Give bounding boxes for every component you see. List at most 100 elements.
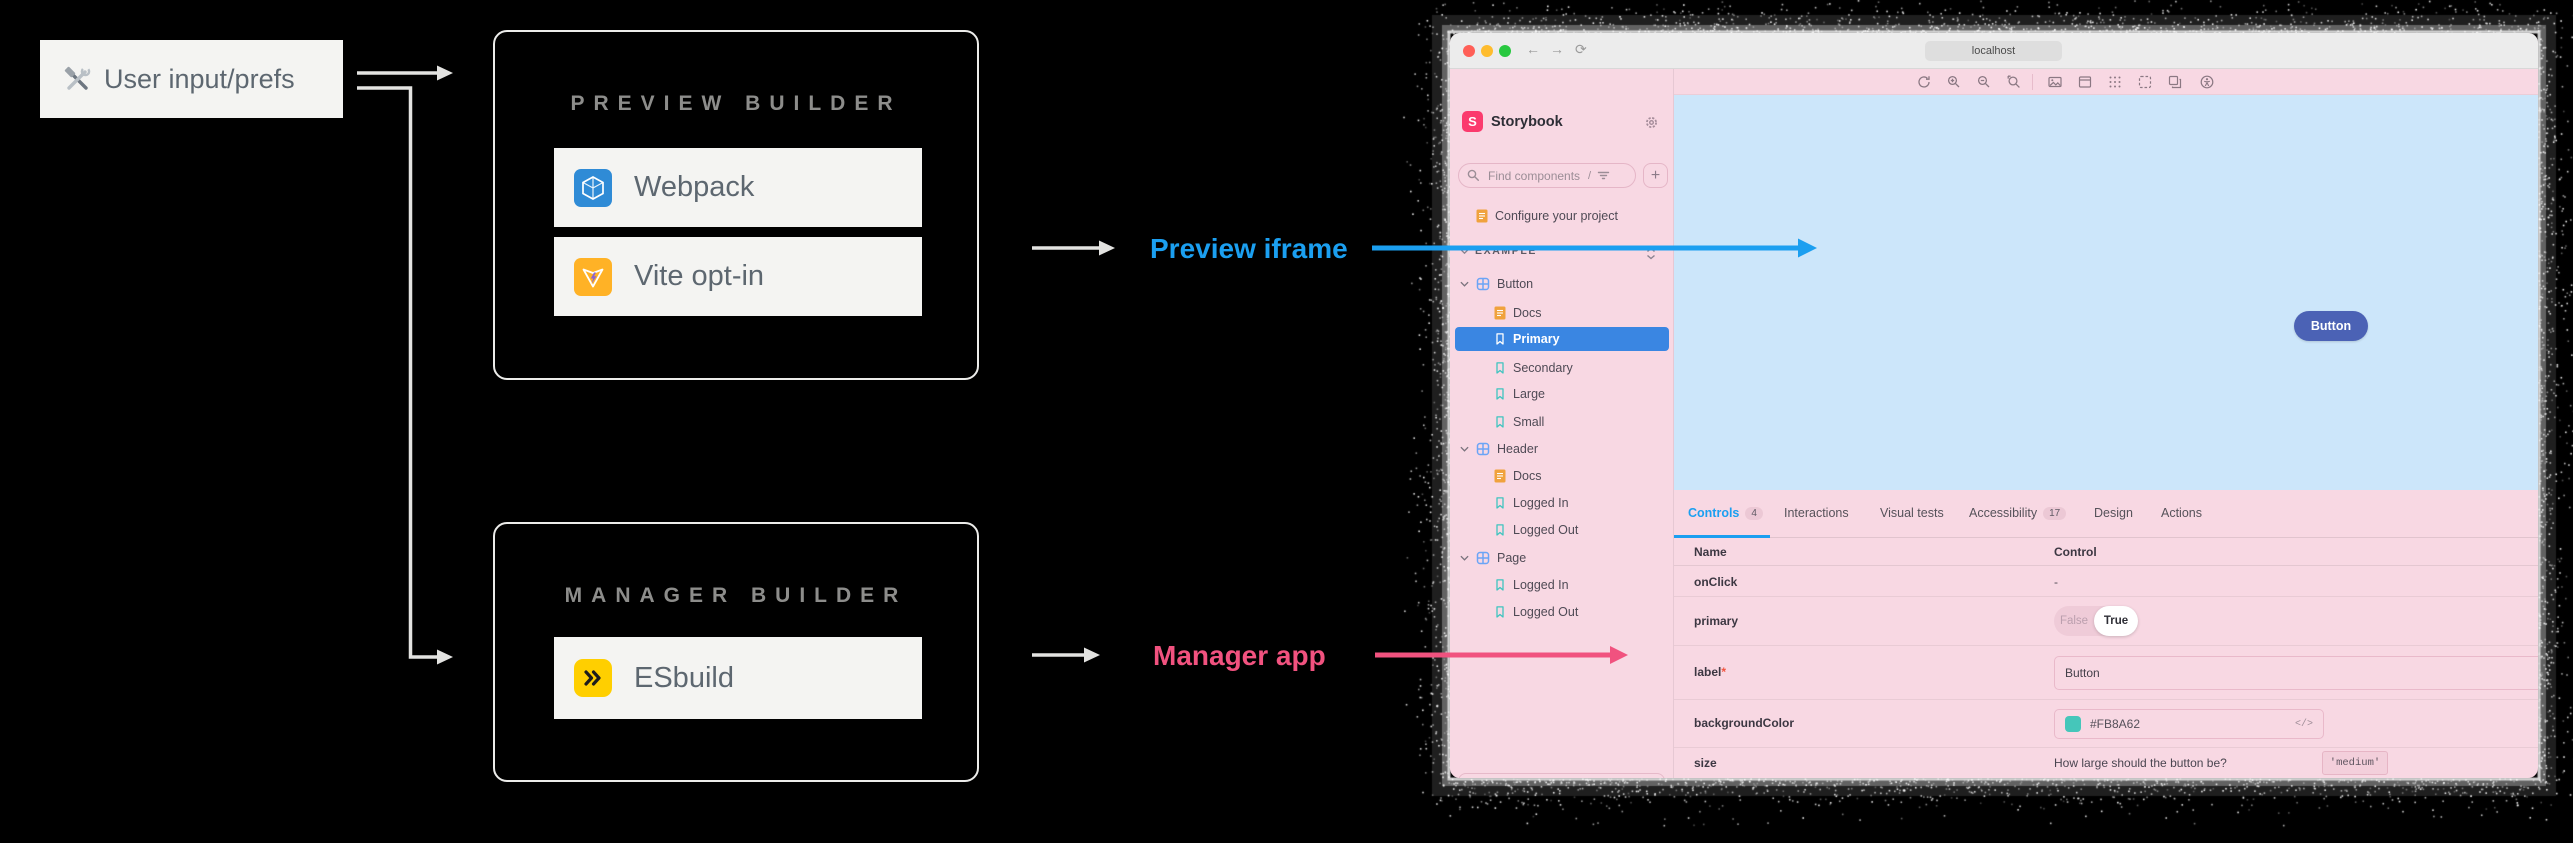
name-column-header: Name [1694, 545, 1727, 559]
address-bar[interactable]: localhost [1925, 41, 2062, 61]
raw-code-icon[interactable]: </> [2295, 719, 2313, 730]
control-row-label: label* [1674, 646, 2538, 700]
sidebar-item-primary-selected[interactable]: Primary [1455, 327, 1669, 351]
measure-icon[interactable] [2138, 75, 2152, 89]
sidebar-item-logged-out[interactable]: Logged Out [1450, 518, 1673, 542]
sidebar-item-label: Small [1513, 415, 1544, 429]
control-row-onclick: onClick - [1674, 566, 2538, 597]
webpack-label: Webpack [634, 171, 754, 204]
remount-icon[interactable] [1917, 75, 1931, 89]
component-icon [1476, 442, 1490, 456]
zoom-in-icon[interactable] [1947, 75, 1961, 89]
back-icon[interactable]: ← [1526, 41, 1540, 57]
tab-accessibility[interactable]: Accessibility 17 [1969, 506, 2066, 520]
document-icon [1476, 209, 1488, 223]
sidebar-item-label: Docs [1513, 306, 1541, 320]
tab-actions[interactable]: Actions [2161, 506, 2202, 520]
search-input-wrapper[interactable]: / [1458, 163, 1636, 188]
tab-label: Interactions [1784, 506, 1849, 520]
esbuild-icon [574, 659, 612, 697]
arg-name: backgroundColor [1694, 716, 1794, 730]
vite-label: Vite opt-in [634, 260, 764, 293]
chevron-down-icon [1460, 248, 1469, 255]
label-text-input[interactable] [2055, 657, 2538, 689]
story-icon [1494, 361, 1506, 375]
storybook-logo[interactable]: S Storybook [1462, 111, 1563, 132]
tab-label: Visual tests [1880, 506, 1944, 520]
search-input[interactable] [1486, 168, 1582, 184]
sidebar-item-small[interactable]: Small [1450, 410, 1673, 434]
sidebar-item-logged-in[interactable]: Logged In [1450, 573, 1673, 597]
color-swatch[interactable] [2065, 716, 2081, 732]
sidebar-item-label: Logged In [1513, 578, 1569, 592]
close-window-button[interactable] [1463, 45, 1475, 57]
document-icon [1494, 469, 1506, 483]
color-control[interactable]: #FB8A62 </> [2054, 709, 2324, 739]
arg-description: How large should the button be? [2054, 756, 2227, 770]
storybook-main: Button Controls 4 Interactions Visual te… [1673, 69, 2538, 778]
arg-name: label* [1694, 665, 1726, 679]
sidebar-item-secondary[interactable]: Secondary [1450, 356, 1673, 380]
gear-icon[interactable] [1644, 115, 1659, 130]
tab-label: Actions [2161, 506, 2202, 520]
run-tests-button[interactable]: Run tests [1458, 773, 1665, 778]
accessibility-icon[interactable] [2200, 75, 2214, 89]
story-icon [1494, 496, 1506, 510]
preview-canvas: Button [1674, 95, 2538, 490]
tab-design[interactable]: Design [2094, 506, 2133, 520]
arg-name: onClick [1694, 575, 1737, 589]
user-input-box: User input/prefs [40, 40, 343, 118]
sidebar-item-label: Docs [1513, 469, 1541, 483]
grid-icon[interactable] [2108, 75, 2122, 89]
manager-builder-title: MANAGER BUILDER [495, 584, 977, 608]
reload-icon[interactable]: ⟳ [1575, 41, 1587, 58]
forward-icon[interactable]: → [1550, 41, 1564, 57]
required-marker: * [1721, 665, 1726, 679]
storybook-logo-icon: S [1462, 111, 1483, 132]
sidebar-item-label: Configure your project [1495, 209, 1618, 223]
preview-story-button[interactable]: Button [2294, 311, 2368, 341]
color-value: #FB8A62 [2090, 717, 2140, 731]
filter-icon[interactable] [1597, 169, 1610, 182]
preview-builder-frame: PREVIEW BUILDER Webpack Vite opt-in [493, 30, 979, 380]
create-story-button[interactable]: + [1643, 163, 1668, 188]
outline-icon[interactable] [2168, 75, 2182, 89]
boolean-toggle[interactable]: False True [2054, 606, 2138, 636]
sidebar-section-example[interactable]: EXAMPLE [1460, 245, 1663, 257]
manager-builder-frame: MANAGER BUILDER ESbuild [493, 522, 979, 782]
address-text: localhost [1972, 45, 2015, 57]
sidebar-item-label: Large [1513, 387, 1545, 401]
backgrounds-icon[interactable] [2048, 75, 2062, 89]
sidebar-item-page[interactable]: Page [1450, 546, 1673, 570]
webpack-row: Webpack [554, 148, 922, 227]
zoom-out-icon[interactable] [1977, 75, 1991, 89]
sidebar-item-large[interactable]: Large [1450, 382, 1673, 406]
tab-visual-tests[interactable]: Visual tests [1880, 506, 1944, 520]
control-row-primary: primary False True [1674, 597, 2538, 646]
zoom-window-button[interactable] [1499, 45, 1511, 57]
vite-row: Vite opt-in [554, 237, 922, 316]
tab-label: Controls [1688, 506, 1739, 520]
sidebar-item-label: Primary [1513, 332, 1560, 346]
zoom-reset-icon[interactable] [2007, 75, 2021, 89]
sidebar-item-logged-out[interactable]: Logged Out [1450, 600, 1673, 624]
sidebar-item-logged-in[interactable]: Logged In [1450, 491, 1673, 515]
minimize-window-button[interactable] [1481, 45, 1493, 57]
toggle-false-option[interactable]: False [2054, 615, 2094, 627]
sidebar-item-configure[interactable]: Configure your project [1450, 204, 1673, 228]
viewport-icon[interactable] [2078, 75, 2092, 89]
tab-controls[interactable]: Controls 4 [1688, 506, 1763, 520]
sidebar-item-label: Header [1497, 442, 1538, 456]
tab-interactions[interactable]: Interactions [1784, 506, 1849, 520]
sidebar-item-docs[interactable]: Docs [1450, 464, 1673, 488]
sidebar-item-docs[interactable]: Docs [1450, 301, 1673, 325]
sidebar-item-button[interactable]: Button [1450, 272, 1673, 296]
addon-panel: Controls 4 Interactions Visual tests Acc… [1674, 490, 2538, 778]
tools-icon [62, 64, 92, 94]
toggle-true-option[interactable]: True [2094, 606, 2138, 636]
sidebar-item-header[interactable]: Header [1450, 437, 1673, 461]
story-icon [1494, 415, 1506, 429]
esbuild-label: ESbuild [634, 662, 734, 695]
collapse-expand-icon[interactable] [1646, 247, 1656, 260]
control-column-header: Control [2054, 545, 2097, 559]
